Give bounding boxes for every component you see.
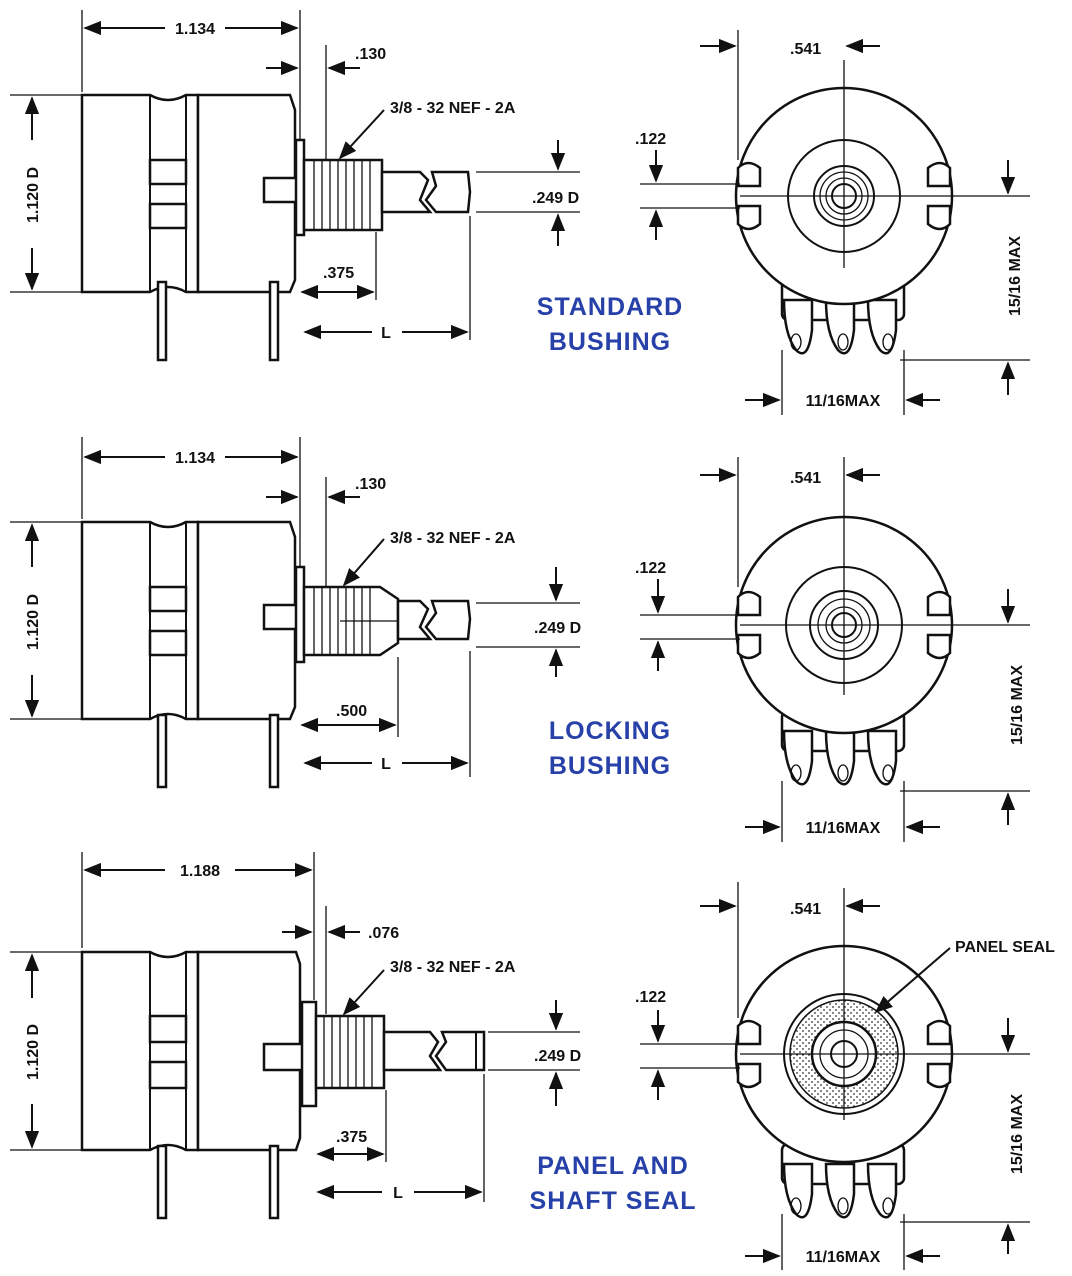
center-offset-dim: .541 — [790, 41, 821, 58]
side-view: 1.188 .076 3/8 - 32 NEF - 2A 1.120 D .24… — [10, 852, 581, 1220]
diameter-dim: 1.120 D — [25, 1024, 42, 1080]
panel-seal-label: PANEL SEAL — [955, 939, 1055, 956]
width-dim: 11/16MAX — [806, 1249, 881, 1266]
front-view: .541 PANEL SEAL .122 15/16 MAX 11/16MAX — [635, 882, 1055, 1270]
width-dim: 11/16MAX — [806, 820, 881, 837]
height-dim: 15/16 MAX — [1009, 665, 1026, 745]
view-title-line1: STANDARD — [537, 293, 683, 321]
width-dim: 11/16MAX — [806, 393, 881, 410]
shaft-diameter-dim: .249 D — [534, 620, 581, 637]
view-title-line2: BUSHING — [549, 328, 671, 356]
diameter-dim: 1.120 D — [25, 594, 42, 650]
bushing-length-dim: .500 — [336, 703, 367, 720]
center-offset-dim: .541 — [790, 901, 821, 918]
front-view: .541 .122 15/16 MAX 11/16MAX — [635, 30, 1030, 415]
view-title-line1: LOCKING — [549, 717, 671, 745]
shaft-diameter-dim: .249 D — [532, 190, 579, 207]
slot-width-dim: .122 — [635, 131, 666, 148]
shaft-diameter-dim: .249 D — [534, 1048, 581, 1065]
view-title-line1: PANEL AND — [537, 1152, 689, 1180]
thread-label: 3/8 - 32 NEF - 2A — [390, 530, 516, 547]
shaft-length-dim: L — [381, 756, 391, 773]
view-title-line2: BUSHING — [549, 752, 671, 780]
flange-dim: .130 — [355, 476, 386, 493]
side-view: 1.134 .130 3/8 - 32 NEF - 2A 1.120 D .24… — [10, 10, 580, 362]
body-length-dim: 1.188 — [180, 863, 220, 880]
front-view: .541 .122 15/16 MAX 11/16MAX — [635, 457, 1030, 842]
center-offset-dim: .541 — [790, 470, 821, 487]
body-length-dim: 1.134 — [175, 450, 215, 467]
view-standard-bushing: 1.134 .130 3/8 - 32 NEF - 2A 1.120 D .24… — [10, 10, 1030, 415]
body-length-dim: 1.134 — [175, 21, 215, 38]
view-panel-and-shaft-seal: 1.188 .076 3/8 - 32 NEF - 2A 1.120 D .24… — [10, 852, 1055, 1270]
slot-width-dim: .122 — [635, 560, 666, 577]
flange-dim: .076 — [368, 925, 399, 942]
slot-width-dim: .122 — [635, 989, 666, 1006]
shaft-length-dim: L — [381, 325, 391, 342]
side-view: 1.134 .130 3/8 - 32 NEF - 2A 1.120 D .24… — [10, 437, 581, 789]
view-locking-bushing: 1.134 .130 3/8 - 32 NEF - 2A 1.120 D .24… — [10, 437, 1030, 842]
bushing-length-dim: .375 — [323, 265, 354, 282]
diameter-dim: 1.120 D — [25, 167, 42, 223]
flange-dim: .130 — [355, 46, 386, 63]
height-dim: 15/16 MAX — [1007, 236, 1024, 316]
bushing-length-dim: .375 — [336, 1129, 367, 1146]
height-dim: 15/16 MAX — [1009, 1094, 1026, 1174]
shaft-length-dim: L — [393, 1185, 403, 1202]
thread-label: 3/8 - 32 NEF - 2A — [390, 959, 516, 976]
thread-label: 3/8 - 32 NEF - 2A — [390, 100, 516, 117]
view-title-line2: SHAFT SEAL — [530, 1187, 697, 1215]
